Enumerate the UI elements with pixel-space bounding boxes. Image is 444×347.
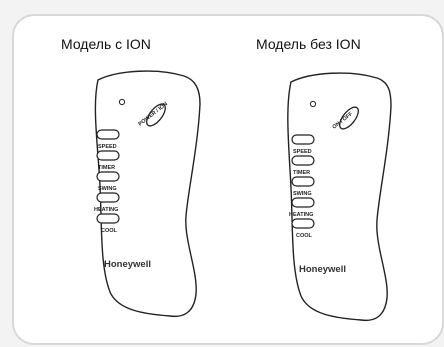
cool-button-label: COOL — [296, 233, 313, 239]
timer-button[interactable] — [291, 155, 315, 166]
timer-button[interactable] — [96, 150, 120, 161]
swing-button[interactable] — [291, 176, 315, 187]
swing-button[interactable] — [96, 171, 120, 182]
speed-button-label: SPEED — [293, 149, 312, 155]
led-indicator-icon — [118, 98, 126, 106]
cool-button-label: COOL — [101, 228, 118, 234]
swing-button-label: SWING — [98, 186, 117, 192]
speed-button-label: SPEED — [98, 144, 117, 150]
cool-button[interactable] — [291, 218, 315, 229]
heating-button-label: HEATING — [289, 212, 313, 218]
model-title-without-ion: Модель без ION — [256, 36, 361, 52]
remote-body-outline — [287, 72, 392, 322]
timer-button-label: TIMER — [293, 170, 310, 176]
heating-button[interactable] — [291, 197, 315, 208]
led-indicator-icon — [309, 100, 317, 108]
speed-button[interactable] — [96, 129, 120, 140]
heating-button[interactable] — [96, 192, 120, 203]
remote-body-outline — [94, 70, 201, 318]
remote-control-without-ion: ON / OFF SPEED TIMER SWING HEATING COOL … — [287, 72, 392, 322]
swing-button-label: SWING — [293, 191, 312, 197]
brand-logo: Honeywell — [104, 259, 151, 270]
timer-button-label: TIMER — [98, 165, 115, 171]
brand-logo: Honeywell — [299, 264, 346, 275]
cool-button[interactable] — [96, 213, 120, 224]
power-button-icon[interactable] — [143, 101, 168, 129]
speed-button[interactable] — [291, 134, 315, 145]
heating-button-label: HEATING — [94, 207, 118, 213]
remote-control-with-ion: POWER / ION SPEED TIMER SWING HEATING CO… — [94, 70, 201, 318]
power-button-icon[interactable] — [336, 104, 361, 132]
model-title-with-ion: Модель с ION — [61, 36, 151, 52]
